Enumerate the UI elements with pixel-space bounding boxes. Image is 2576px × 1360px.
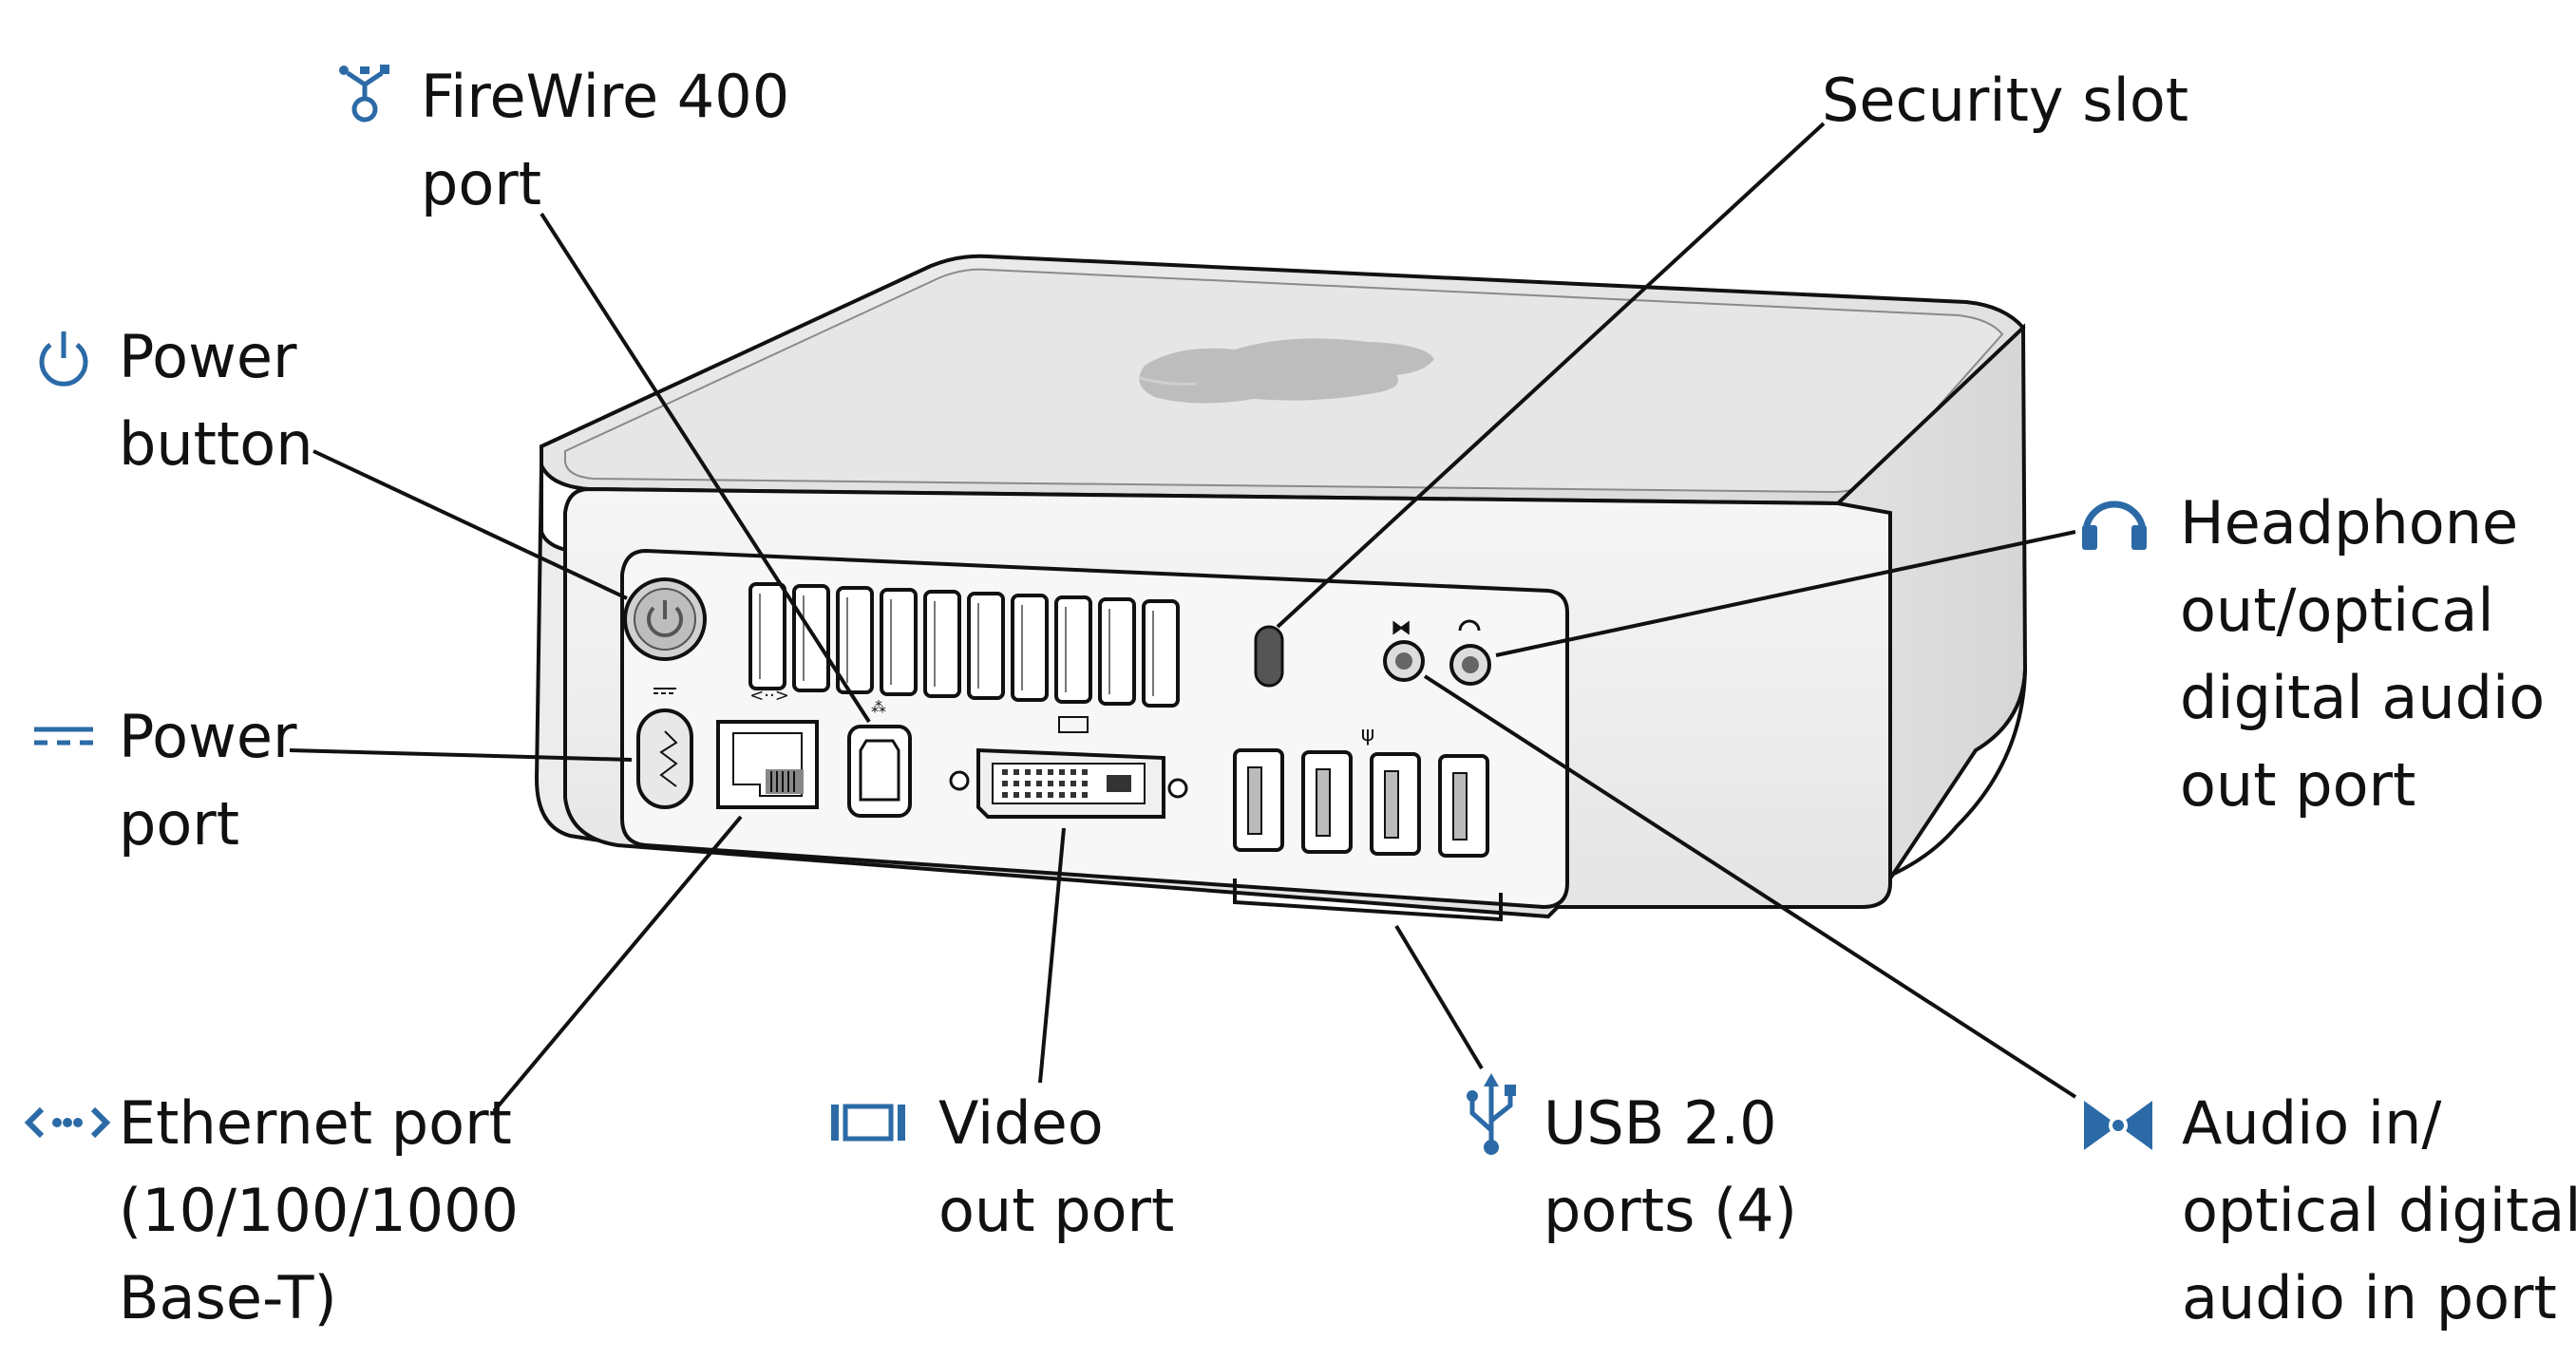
label-ethernet-line-3: Base-T) bbox=[119, 1263, 337, 1332]
headphone-jack bbox=[1449, 619, 1491, 686]
svg-text:⁂: ⁂ bbox=[871, 698, 886, 716]
label-audio-in-line-2: optical digital bbox=[2182, 1176, 2576, 1245]
label-power-button: Power button bbox=[119, 313, 313, 488]
label-headphone-line-4: out port bbox=[2180, 750, 2416, 820]
label-firewire: FireWire 400 port bbox=[421, 53, 789, 228]
security-slot-graphic bbox=[1254, 625, 1284, 688]
label-video: Video out port bbox=[938, 1080, 1174, 1255]
ethernet-icon bbox=[25, 1106, 110, 1139]
power-port-graphic bbox=[636, 688, 693, 809]
ethernet-port-graphic: <··> bbox=[716, 686, 819, 809]
label-power-port: Power port bbox=[119, 693, 296, 868]
label-video-line-1: Video bbox=[938, 1088, 1104, 1158]
leader-audio-in bbox=[1423, 674, 2077, 1099]
video-port-graphic bbox=[949, 716, 1188, 819]
label-headphone: Headphone out/optical digital audio out … bbox=[2180, 480, 2545, 829]
leader-power-port bbox=[289, 748, 633, 762]
dc-power-icon bbox=[34, 727, 93, 746]
firewire-port-graphic: ⁂ bbox=[847, 698, 912, 818]
label-power-port-line-1: Power bbox=[119, 702, 297, 771]
label-usb: USB 2.0 ports (4) bbox=[1544, 1080, 1797, 1255]
leader-video bbox=[1038, 827, 1066, 1084]
label-power-button-line-2: button bbox=[119, 409, 313, 479]
leader-ethernet bbox=[492, 815, 743, 1113]
usb-bracket bbox=[1233, 878, 1503, 922]
svg-text:ψ: ψ bbox=[1361, 723, 1375, 746]
headphone-icon bbox=[2082, 501, 2147, 550]
leader-security bbox=[1276, 122, 1826, 629]
label-power-button-line-1: Power bbox=[119, 322, 297, 391]
video-out-icon bbox=[831, 1104, 905, 1142]
svg-text:<··>: <··> bbox=[749, 686, 789, 706]
label-video-line-2: out port bbox=[938, 1176, 1175, 1245]
label-headphone-line-2: out/optical bbox=[2180, 576, 2494, 645]
label-power-port-line-2: port bbox=[119, 789, 240, 859]
firewire-icon bbox=[339, 65, 389, 123]
apple-logo bbox=[1139, 338, 1434, 404]
leader-firewire bbox=[540, 212, 871, 724]
label-audio-in-line-3: audio in port bbox=[2182, 1263, 2557, 1332]
svg-text:⧓: ⧓ bbox=[1391, 616, 1411, 640]
usb-ports-graphic: ψ bbox=[1233, 723, 1489, 858]
power-icon bbox=[39, 331, 88, 387]
label-usb-line-2: ports (4) bbox=[1544, 1176, 1797, 1245]
label-headphone-line-1: Headphone bbox=[2180, 488, 2519, 557]
audio-in-icon bbox=[2084, 1101, 2152, 1150]
label-ethernet: Ethernet port (10/100/1000 Base-T) bbox=[119, 1080, 519, 1342]
leader-headphone bbox=[1495, 530, 2076, 657]
usb-icon bbox=[1467, 1073, 1516, 1155]
leader-lines bbox=[289, 122, 2077, 1113]
label-firewire-line-2: port bbox=[421, 149, 542, 218]
label-security-line-1: Security slot bbox=[1822, 66, 2189, 135]
label-firewire-line-1: FireWire 400 bbox=[421, 62, 790, 131]
label-headphone-line-3: digital audio bbox=[2180, 663, 2546, 732]
leader-power-button bbox=[313, 449, 628, 600]
label-ethernet-line-2: (10/100/1000 bbox=[119, 1176, 519, 1245]
power-button-graphic bbox=[623, 577, 707, 661]
label-ethernet-line-1: Ethernet port bbox=[119, 1088, 512, 1158]
label-security-slot: Security slot bbox=[1822, 57, 2188, 144]
label-usb-line-1: USB 2.0 bbox=[1544, 1088, 1777, 1158]
leader-usb bbox=[1394, 924, 1484, 1070]
label-audio-in: Audio in/ optical digital audio in port bbox=[2182, 1080, 2576, 1342]
audio-in-jack: ⧓ bbox=[1383, 616, 1425, 682]
label-audio-in-line-1: Audio in/ bbox=[2182, 1088, 2442, 1158]
